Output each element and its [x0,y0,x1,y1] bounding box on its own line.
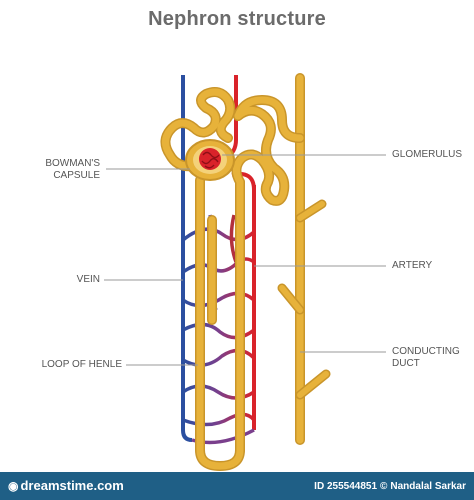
author-name: Nandalal Sarkar [390,481,466,492]
glomerulus-shape [199,148,221,170]
image-id: ID 255544851©Nandalal Sarkar [314,481,466,492]
glomerulus-label: GLOMERULUS [392,149,463,160]
camera-icon: ◉ [8,479,19,493]
bowmans-capsule-label-line2: CAPSULE [53,170,100,181]
vein-label: VEIN [76,274,100,285]
brand-link[interactable]: ◉dreamstime.com [8,478,124,493]
footer-bar: ◉dreamstime.com ID 255544851©Nandalal Sa… [0,472,474,500]
conducting-duct-label-line1: CONDUCTING [392,346,460,357]
loop-of-henle-label: LOOP OF HENLE [41,359,122,370]
nephron-tubule [160,87,305,471]
label-leader-lines [104,154,386,366]
bowmans-capsule-label: BOWMAN'S CAPSULE [20,158,100,182]
image-id-text: ID 255544851 [314,481,378,492]
copyright-symbol: © [380,481,388,492]
conducting-duct-label-line2: DUCT [392,358,420,369]
conducting-duct-label: CONDUCTING DUCT [392,346,472,370]
bowmans-capsule-label-line1: BOWMAN'S [45,158,100,169]
page-title: Nephron structure [148,8,326,30]
brand-name: dreamstime.com [20,478,124,493]
vein-vessel [181,75,193,442]
artery-label: ARTERY [392,260,433,271]
